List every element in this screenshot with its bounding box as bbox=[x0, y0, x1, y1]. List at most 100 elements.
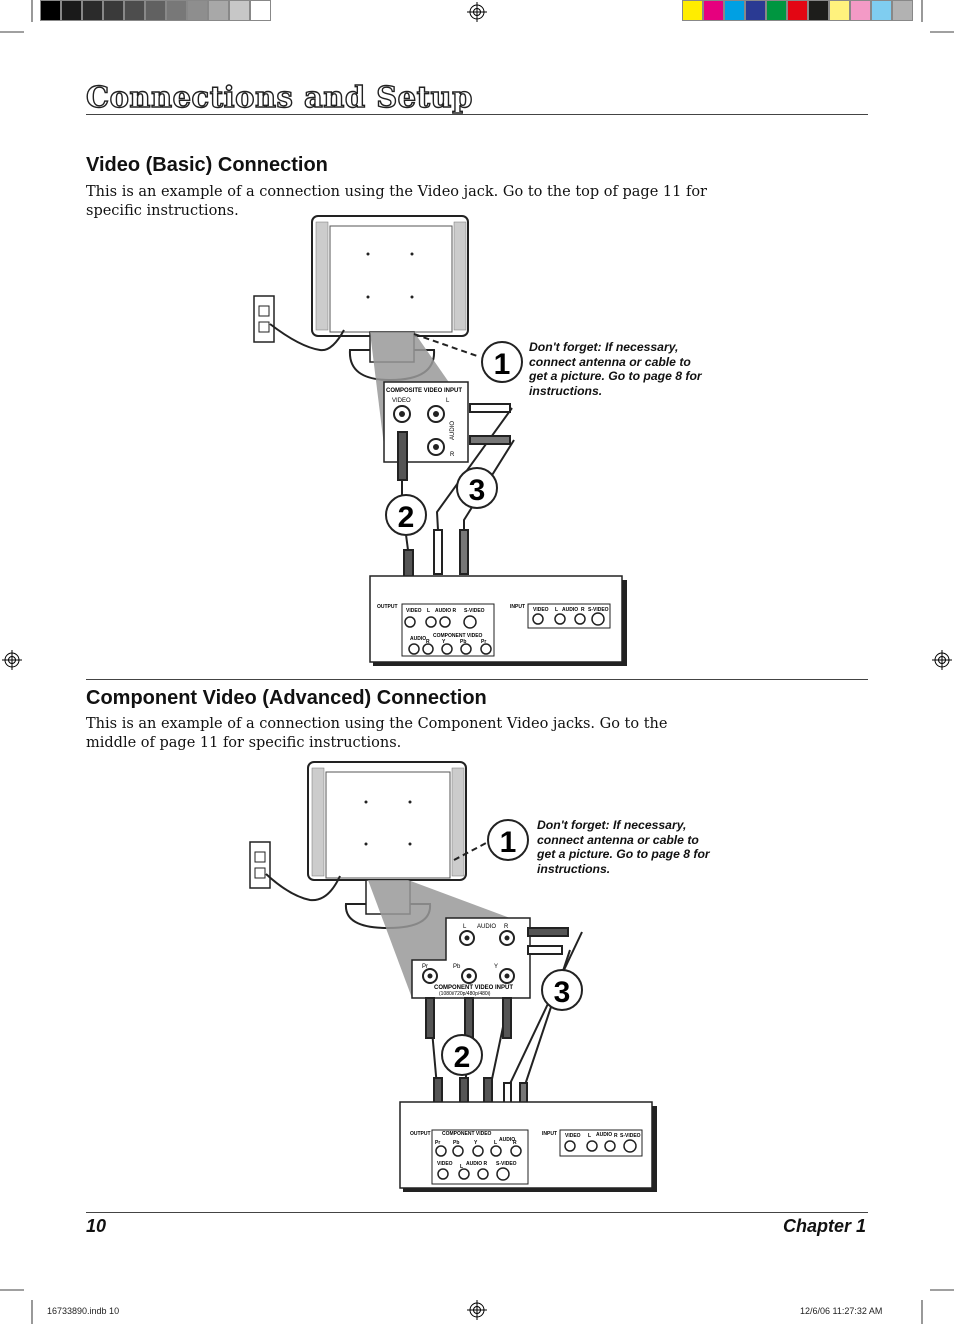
svg-text:VIDEO: VIDEO bbox=[437, 1161, 453, 1167]
svg-text:R: R bbox=[581, 607, 585, 613]
section-divider bbox=[86, 679, 868, 680]
svg-text:VIDEO: VIDEO bbox=[406, 608, 422, 614]
svg-text:L: L bbox=[446, 398, 450, 404]
slug-timestamp: 12/6/06 11:27:32 AM bbox=[800, 1306, 883, 1316]
gray-swatch bbox=[40, 0, 61, 21]
color-swatch bbox=[745, 0, 766, 21]
gray-swatch bbox=[103, 0, 124, 21]
svg-text:S-VIDEO: S-VIDEO bbox=[588, 607, 609, 613]
color-swatch bbox=[892, 0, 913, 21]
composite-video-input-panel: COMPOSITE VIDEO INPUT VIDEO L R AUDIO bbox=[383, 381, 469, 463]
svg-text:L: L bbox=[588, 1133, 591, 1139]
registration-mark-top bbox=[467, 2, 487, 22]
svg-text:AUDIO R: AUDIO R bbox=[435, 608, 457, 614]
footer-rule bbox=[86, 1212, 868, 1213]
svg-text:Pb: Pb bbox=[453, 1140, 459, 1146]
step-3-badge: 3 bbox=[456, 467, 498, 509]
color-swatch bbox=[871, 0, 892, 21]
color-swatch bbox=[808, 0, 829, 21]
svg-text:OUTPUT: OUTPUT bbox=[410, 1131, 431, 1137]
svg-text:L: L bbox=[494, 1140, 497, 1146]
svg-text:3: 3 bbox=[469, 474, 486, 507]
color-swatch bbox=[829, 0, 850, 21]
step-1-badge: 1 bbox=[487, 819, 529, 861]
svg-text:AUDIO: AUDIO bbox=[499, 1137, 515, 1143]
section2-note: Don't forget: If necessary, connect ante… bbox=[537, 818, 710, 876]
svg-text:R: R bbox=[450, 452, 455, 458]
svg-text:1: 1 bbox=[500, 826, 517, 859]
step-3-badge: 3 bbox=[541, 969, 583, 1011]
svg-text:VIDEO: VIDEO bbox=[565, 1133, 581, 1139]
svg-text:L: L bbox=[427, 608, 430, 614]
svg-text:AUDIO: AUDIO bbox=[562, 607, 578, 613]
color-swatch bbox=[766, 0, 787, 21]
gray-swatch bbox=[124, 0, 145, 21]
source-device-back-panel: OUTPUT COMPONENT VIDEO Pr Pb Y L AUDIO R… bbox=[399, 1101, 657, 1192]
svg-text:Pb: Pb bbox=[460, 639, 466, 645]
title-rule bbox=[86, 114, 868, 115]
slug-filename: 16733890.indb 10 bbox=[47, 1306, 120, 1316]
component-video-input-panel: L AUDIO R Pr Pb Y COMPONENT VIDEO INPUT … bbox=[411, 917, 531, 999]
color-swatch bbox=[703, 0, 724, 21]
svg-text:INPUT: INPUT bbox=[542, 1131, 557, 1137]
color-swatch bbox=[682, 0, 703, 21]
svg-text:R: R bbox=[504, 924, 509, 930]
svg-text:AUDIO: AUDIO bbox=[410, 636, 426, 642]
color-swatch bbox=[850, 0, 871, 21]
page-title: Connections and Setup bbox=[85, 79, 473, 114]
svg-text:(1080i/720p/480p/480i): (1080i/720p/480p/480i) bbox=[439, 991, 491, 997]
svg-text:OUTPUT: OUTPUT bbox=[377, 604, 398, 610]
color-swatch bbox=[787, 0, 808, 21]
svg-text:Pr: Pr bbox=[435, 1140, 440, 1146]
svg-text:R: R bbox=[614, 1133, 618, 1139]
svg-text:S-VIDEO: S-VIDEO bbox=[620, 1133, 641, 1139]
svg-text:Pb: Pb bbox=[453, 964, 461, 970]
svg-text:AUDIO: AUDIO bbox=[596, 1132, 612, 1138]
svg-text:3: 3 bbox=[554, 976, 571, 1009]
svg-text:AUDIO: AUDIO bbox=[477, 924, 496, 930]
registration-mark-bottom bbox=[467, 1300, 487, 1320]
svg-text:COMPONENT VIDEO: COMPONENT VIDEO bbox=[442, 1131, 492, 1137]
svg-text:R: R bbox=[426, 639, 430, 645]
gray-swatch bbox=[82, 0, 103, 21]
svg-text:COMPONENT VIDEO INPUT: COMPONENT VIDEO INPUT bbox=[434, 985, 513, 991]
color-swatch bbox=[724, 0, 745, 21]
svg-text:Pr: Pr bbox=[422, 964, 428, 970]
gray-swatch bbox=[61, 0, 82, 21]
svg-text:L: L bbox=[460, 1164, 463, 1170]
section2-body: This is an example of a connection using… bbox=[86, 716, 668, 751]
chapter-label: Chapter 1 bbox=[782, 1216, 866, 1236]
zoom-highlight bbox=[368, 880, 510, 998]
gray-swatch bbox=[187, 0, 208, 21]
source-device-back-panel: OUTPUT VIDEO L AUDIO R S-VIDEO COMPONENT… bbox=[369, 575, 627, 666]
svg-text:1: 1 bbox=[494, 348, 511, 381]
gray-swatch bbox=[250, 0, 271, 21]
svg-text:S-VIDEO: S-VIDEO bbox=[464, 608, 485, 614]
svg-text:Pr: Pr bbox=[481, 639, 486, 645]
step-1-badge: 1 bbox=[481, 341, 523, 383]
wall-outlet-icon bbox=[249, 841, 341, 902]
basic-connection-diagram: COMPOSITE VIDEO INPUT VIDEO L R AUDIO 1 … bbox=[253, 215, 627, 666]
svg-text:INPUT: INPUT bbox=[510, 604, 525, 610]
svg-text:COMPONENT VIDEO: COMPONENT VIDEO bbox=[433, 633, 483, 639]
svg-text:L: L bbox=[463, 924, 467, 930]
svg-text:2: 2 bbox=[398, 501, 415, 534]
registration-mark-left bbox=[2, 650, 22, 670]
svg-text:Y: Y bbox=[442, 639, 446, 645]
gray-swatch bbox=[208, 0, 229, 21]
svg-text:S-VIDEO: S-VIDEO bbox=[496, 1161, 517, 1167]
page-number: 10 bbox=[86, 1216, 107, 1236]
svg-text:COMPOSITE VIDEO INPUT: COMPOSITE VIDEO INPUT bbox=[386, 388, 462, 394]
gray-swatch bbox=[229, 0, 250, 21]
section1-note: Don't forget: If necessary, connect ante… bbox=[529, 340, 702, 398]
svg-text:Y: Y bbox=[494, 964, 498, 970]
gray-swatch bbox=[166, 0, 187, 21]
step-2-badge: 2 bbox=[441, 1034, 483, 1076]
svg-text:AUDIO: AUDIO bbox=[450, 421, 456, 440]
svg-text:R: R bbox=[513, 1140, 517, 1146]
svg-text:VIDEO: VIDEO bbox=[533, 607, 549, 613]
svg-text:VIDEO: VIDEO bbox=[392, 398, 411, 404]
svg-text:Y: Y bbox=[474, 1140, 478, 1146]
section1-body: This is an example of a connection using… bbox=[86, 184, 707, 219]
